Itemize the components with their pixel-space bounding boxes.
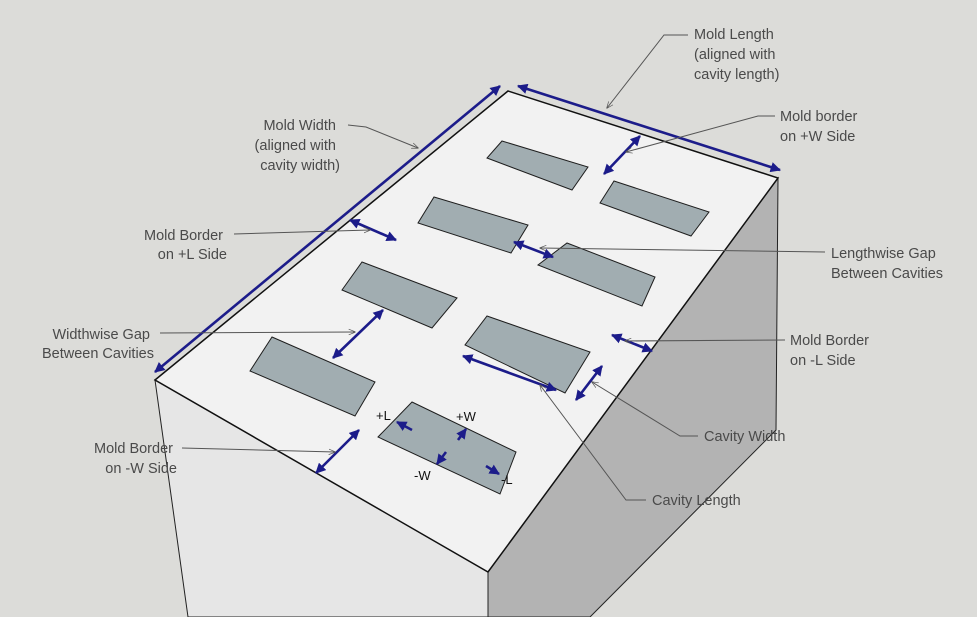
label-mold-border-pos-l: Mold Border on +L Side	[144, 228, 227, 263]
label-widthwise-gap: Widthwise Gap Between Cavities	[42, 327, 154, 362]
leader-border-neg-l	[625, 340, 786, 341]
leader-lengthwise-gap	[540, 248, 826, 253]
lengthwise-gap-arrow	[513, 240, 554, 259]
mold-width-arrow	[154, 84, 501, 374]
cavity	[599, 180, 710, 237]
label-mold-border-neg-l: Mold Border on -L Side	[790, 333, 873, 369]
label-mold-length: Mold Length (aligned with cavity length)	[694, 27, 779, 83]
pos-l-label: +L	[376, 408, 391, 423]
label-mold-border-neg-w: Mold Border on -W Side	[94, 441, 177, 477]
leader-border-neg-w	[181, 447, 335, 452]
cavity-annotated	[377, 401, 517, 495]
leader-mold-length	[607, 34, 688, 108]
leader-border-pos-l	[233, 230, 370, 235]
mold-length-arrow	[517, 83, 781, 173]
border-neg-l-arrow	[611, 333, 653, 353]
pos-w-label: +W	[456, 409, 477, 424]
label-mold-width: Mold Width (aligned with cavity width)	[255, 118, 340, 174]
neg-l-arrow	[485, 464, 500, 476]
cavity-width-arrow	[574, 365, 604, 401]
leader-border-pos-w	[626, 115, 775, 152]
leader-cavity-width	[592, 382, 698, 437]
label-cavity-length: Cavity Length	[652, 493, 741, 509]
leader-mold-width	[347, 124, 418, 148]
border-pos-w-arrow	[603, 135, 641, 175]
label-lengthwise-gap: Lengthwise Gap Between Cavities	[831, 246, 943, 282]
border-neg-w-arrow	[315, 429, 360, 474]
leader-cavity-length	[540, 385, 646, 501]
neg-w-label: -W	[414, 468, 431, 483]
pos-l-arrow	[396, 420, 413, 432]
widthwise-gap-arrow	[332, 309, 384, 359]
pos-w-arrow	[456, 428, 468, 441]
neg-w-arrow	[435, 451, 448, 465]
label-mold-border-pos-w: Mold border on +W Side	[780, 109, 861, 145]
leader-widthwise-gap	[159, 332, 355, 333]
border-pos-l-arrow	[349, 218, 397, 242]
label-cavity-width: Cavity Width	[704, 429, 785, 445]
neg-l-label: -L	[501, 472, 513, 487]
